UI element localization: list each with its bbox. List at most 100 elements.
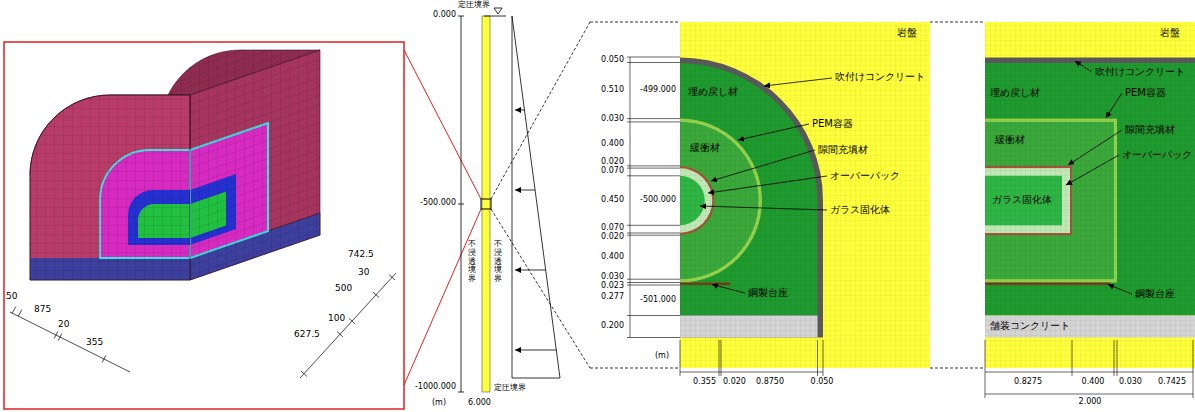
dimension-value: 0.050 [601, 56, 624, 64]
mesh-model [190, 50, 320, 280]
dimension-line [627, 168, 680, 169]
dimension-value: 0.030 [601, 273, 624, 281]
dimension-line [349, 318, 355, 323]
dimension-value: 0.023 [601, 282, 624, 290]
depth-axis [458, 392, 464, 393]
dimension-value: 0.070 [601, 224, 624, 232]
pressure-triangle [512, 16, 560, 378]
boundary-label: 定圧境界 [458, 1, 490, 9]
dimension-line [627, 282, 680, 283]
leader-line [712, 285, 745, 294]
dimension-line [719, 340, 720, 376]
dimension-value: 100 [328, 314, 345, 323]
zoom-line [404, 50, 481, 385]
dimension-line [627, 233, 680, 234]
pressure-triangle [515, 110, 525, 111]
dimension-value: 0.510 [601, 86, 624, 94]
dimension-value: 30 [358, 268, 369, 277]
dimension-value: 0.400 [1082, 378, 1105, 386]
material-label: 鋼製台座 [748, 288, 788, 298]
dimension-value: 355 [86, 338, 103, 347]
zoom-line [404, 209, 481, 385]
material-label: 隙間充填材 [1125, 125, 1175, 135]
zoom-line [930, 368, 985, 369]
mesh-model [30, 50, 320, 280]
zoom-line [491, 22, 590, 199]
dimension-value: 0.020 [601, 158, 624, 166]
dimension-line [373, 292, 379, 297]
pressure-triangle [515, 190, 535, 191]
unit-label: (m) [432, 399, 446, 407]
leader-line [1106, 93, 1122, 118]
zoom-line [590, 368, 680, 369]
dimension-line [721, 340, 722, 376]
dimension-line [680, 340, 681, 376]
rock-column [481, 16, 491, 392]
material-label: 埋め戻し材 [990, 88, 1040, 98]
dimension-value: 0.200 [601, 322, 624, 330]
dimension-line [985, 340, 1193, 398]
material-label: ガラス固化体 [830, 205, 890, 215]
depth-axis [458, 16, 464, 17]
dimension-line [337, 332, 343, 337]
dimension-value: 0.7425 [1158, 378, 1186, 386]
rock-column [482, 16, 490, 392]
zoom-line [404, 50, 481, 199]
dimension-line [823, 340, 824, 376]
dimension-line [627, 235, 680, 236]
model-frame [4, 42, 404, 409]
dimension-value: 0.050 [811, 378, 834, 386]
water-level-symbol [484, 16, 506, 17]
dimension-line [627, 175, 680, 176]
leader-line [1066, 155, 1119, 185]
boundary-label: 定圧境界 [494, 384, 526, 392]
zoom-line [590, 22, 680, 23]
depth-axis [458, 204, 464, 205]
cross-section [680, 22, 930, 368]
model-frame [4, 42, 404, 409]
depth-axis [458, 16, 464, 392]
dimension-line [985, 394, 1193, 395]
mesh-model [190, 50, 320, 280]
dimension-value: 0.030 [1119, 378, 1142, 386]
elevation-value: -499.000 [640, 86, 676, 94]
leader-line [1068, 130, 1122, 165]
dimension-value: 2.000 [1079, 398, 1102, 406]
dimension-value: 0.400 [601, 253, 624, 261]
pressure-triangle [512, 16, 560, 378]
dimension-line [627, 57, 823, 376]
dimension-value: 742.5 [348, 250, 374, 259]
longitudinal-section [985, 22, 1195, 368]
material-label: 吹付けコンクリート [835, 72, 925, 82]
leader-line [738, 124, 809, 140]
dimension-line [58, 333, 62, 340]
material-label: 岩盤 [897, 28, 917, 38]
material-label: 隙間充填材 [818, 145, 868, 155]
depth-value: -1000.000 [415, 383, 456, 391]
material-label: オーバーパック [1122, 150, 1192, 160]
dimension-line [627, 62, 680, 63]
depth-value: -500.000 [420, 199, 456, 207]
leader-line [700, 78, 832, 293]
dimension-value: 0.8750 [756, 378, 784, 386]
dimension-line [54, 331, 58, 338]
material-label: 埋め戻し材 [688, 87, 738, 97]
width-value: 6.000 [468, 399, 491, 407]
material-label: 鋼製台座 [1135, 289, 1175, 299]
dimension-value: 50 [6, 292, 17, 301]
unit-label: (m) [655, 352, 669, 360]
dimension-line [985, 372, 1193, 373]
dimension-value: 0.277 [601, 293, 624, 301]
longitudinal-section [985, 22, 1195, 368]
boundary-label: 不浸透境界 [494, 240, 502, 284]
material-label: PEM容器 [1125, 88, 1166, 98]
longitudinal-section [985, 22, 1195, 368]
dimension-line [12, 307, 16, 314]
elevation-value: -501.000 [640, 296, 676, 304]
mesh-model [30, 95, 190, 280]
leader-line [700, 206, 827, 210]
dimension-value: 0.8275 [1014, 378, 1042, 386]
dimension-line [630, 57, 631, 338]
